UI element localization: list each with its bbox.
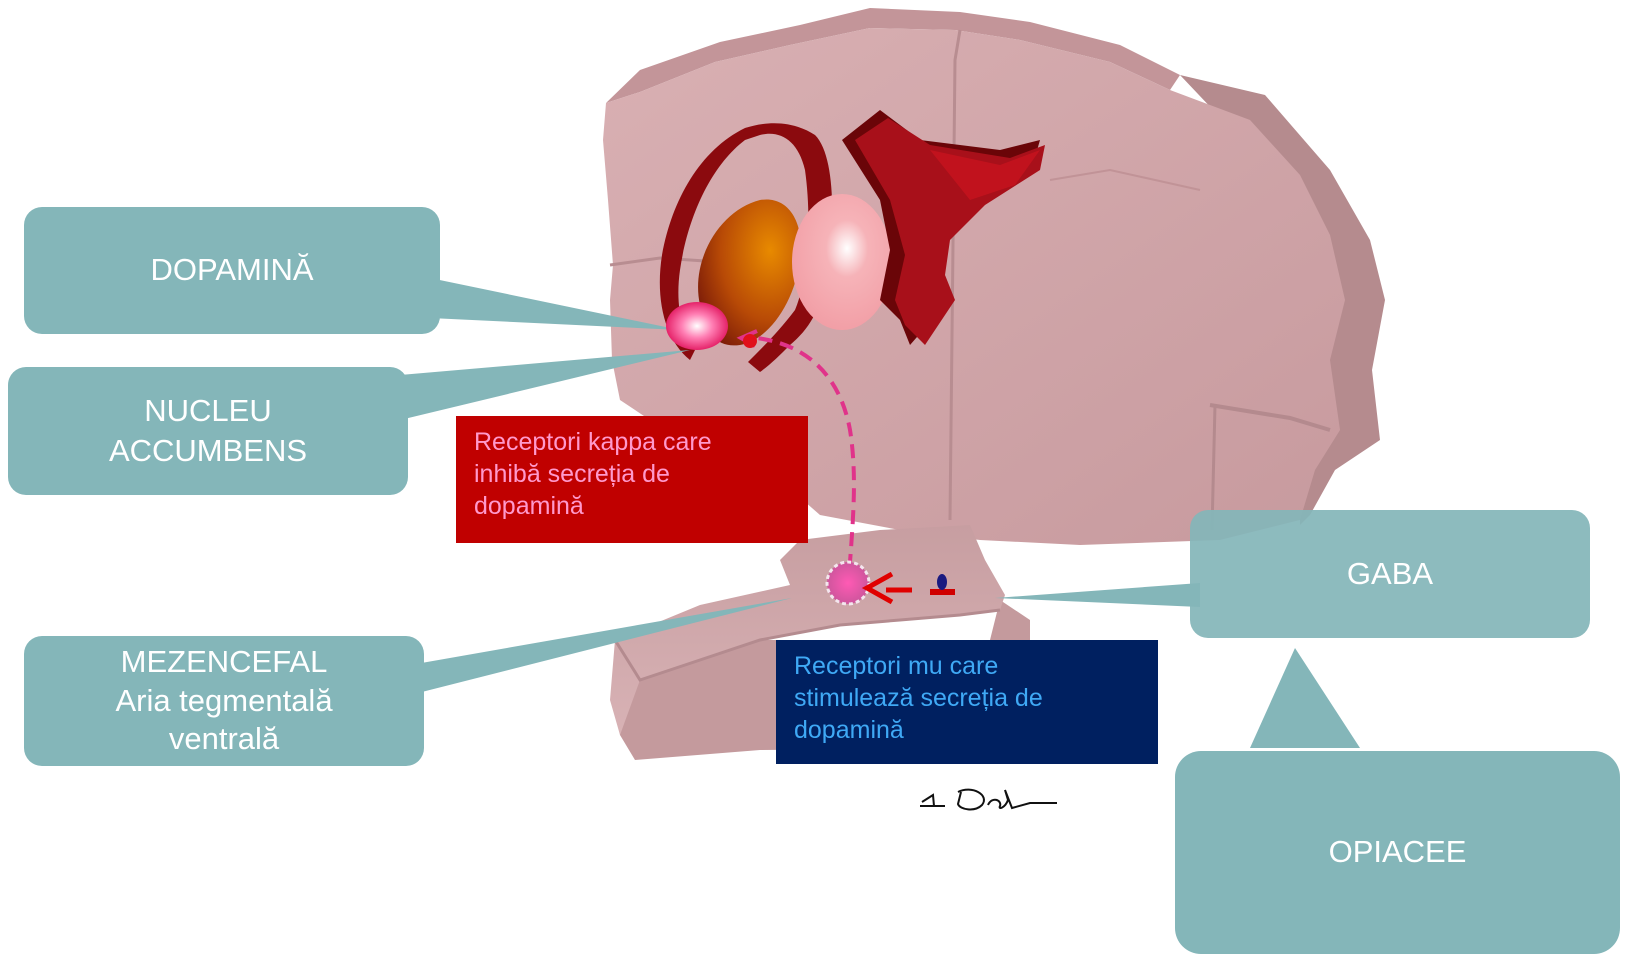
mu-receptor-dot [937,574,947,590]
kappa-label-line3: dopamină [474,490,790,522]
kappa-receptor-dot [743,334,757,348]
midbrain-callout-line2: Aria tegmentală [115,682,332,720]
kappa-receptor-label: Receptori kappa care inhibă secreția de … [456,416,808,543]
opiates-callout-text: OPIACEE [1329,832,1467,872]
kappa-label-line1: Receptori kappa care [474,426,790,458]
nucleus-accumbens [666,302,728,350]
dopamine-callout: DOPAMINĂ [24,207,440,334]
mu-receptor-label: Receptori mu care stimulează secreția de… [776,640,1158,764]
midbrain-callout: MEZENCEFAL Aria tegmentală ventrală [24,636,424,766]
gaba-callout-pointer [995,583,1200,607]
gaba-callout-text: GABA [1347,554,1433,594]
dopamine-callout-text: DOPAMINĂ [150,250,313,290]
mu-label-line2: stimulează secreția de [794,682,1140,714]
nucleus-callout-line1: NUCLEU [144,391,271,431]
mu-label-line3: dopamină [794,714,1140,746]
gaba-callout: GABA [1190,510,1590,638]
kappa-label-line2: inhibă secreția de [474,458,790,490]
midbrain-callout-line1: MEZENCEFAL [121,643,328,681]
midbrain-callout-line3: ventrală [169,720,279,758]
vta-neuron [827,562,869,604]
opiates-callout: OPIACEE [1175,751,1620,954]
nucleus-callout-line2: ACCUMBENS [109,431,307,471]
nucleus-accumbens-callout: NUCLEU ACCUMBENS [8,367,408,495]
signature [920,790,1057,810]
mu-label-line1: Receptori mu care [794,650,1140,682]
opiates-callout-pointer [1250,648,1360,748]
globus-pallidus [792,194,892,330]
